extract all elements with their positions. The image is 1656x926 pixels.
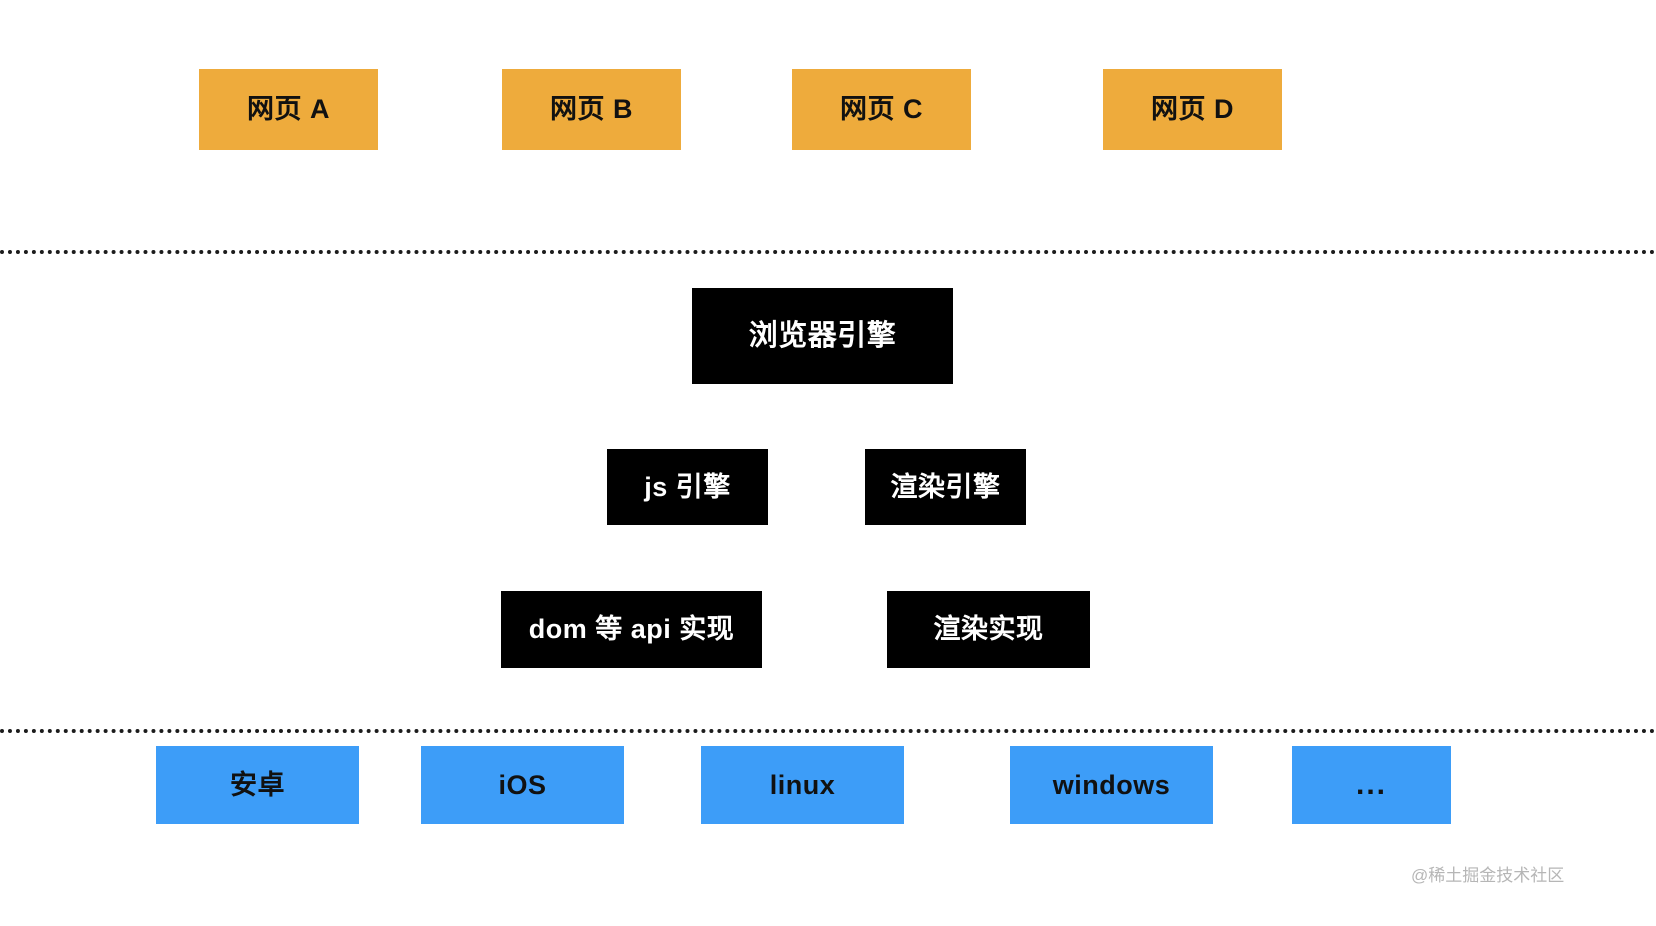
os-box-linux-label: linux — [769, 769, 836, 800]
page-box-d: 网页 D — [1103, 69, 1282, 150]
engine-os-divider — [0, 729, 1656, 733]
os-box-windows-label: windows — [1052, 769, 1171, 800]
render-engine-box: 渲染引擎 — [865, 449, 1026, 525]
os-box-more-label: ... — [1355, 768, 1387, 801]
dom-api-impl-box: dom 等 api 实现 — [501, 591, 762, 668]
page-box-a-label: 网页 A — [247, 94, 330, 125]
os-box-android-label: 安卓 — [230, 769, 285, 800]
os-box-ios-label: iOS — [498, 769, 547, 800]
os-box-windows: windows — [1010, 746, 1213, 824]
render-engine-label: 渲染引擎 — [890, 471, 1001, 502]
os-box-more: ... — [1292, 746, 1451, 824]
watermark-text: @稀土掘金技术社区 — [1411, 866, 1565, 885]
os-box-linux: linux — [701, 746, 904, 824]
dom-api-impl-label: dom 等 api 实现 — [528, 614, 735, 645]
js-engine-box: js 引擎 — [607, 449, 768, 525]
page-box-a: 网页 A — [199, 69, 378, 150]
render-impl-label: 渲染实现 — [933, 614, 1044, 645]
js-engine-label: js 引擎 — [644, 471, 731, 502]
pages-engine-divider — [0, 250, 1656, 254]
browser-engine-label: 浏览器引擎 — [748, 319, 897, 352]
page-box-b-label: 网页 B — [550, 94, 633, 125]
os-box-android: 安卓 — [156, 746, 359, 824]
page-box-c: 网页 C — [792, 69, 971, 150]
page-box-c-label: 网页 C — [840, 94, 923, 125]
render-impl-box: 渲染实现 — [887, 591, 1090, 668]
os-box-ios: iOS — [421, 746, 624, 824]
page-box-b: 网页 B — [502, 69, 681, 150]
page-box-d-label: 网页 D — [1151, 94, 1234, 125]
browser-engine-box: 浏览器引擎 — [692, 288, 953, 384]
